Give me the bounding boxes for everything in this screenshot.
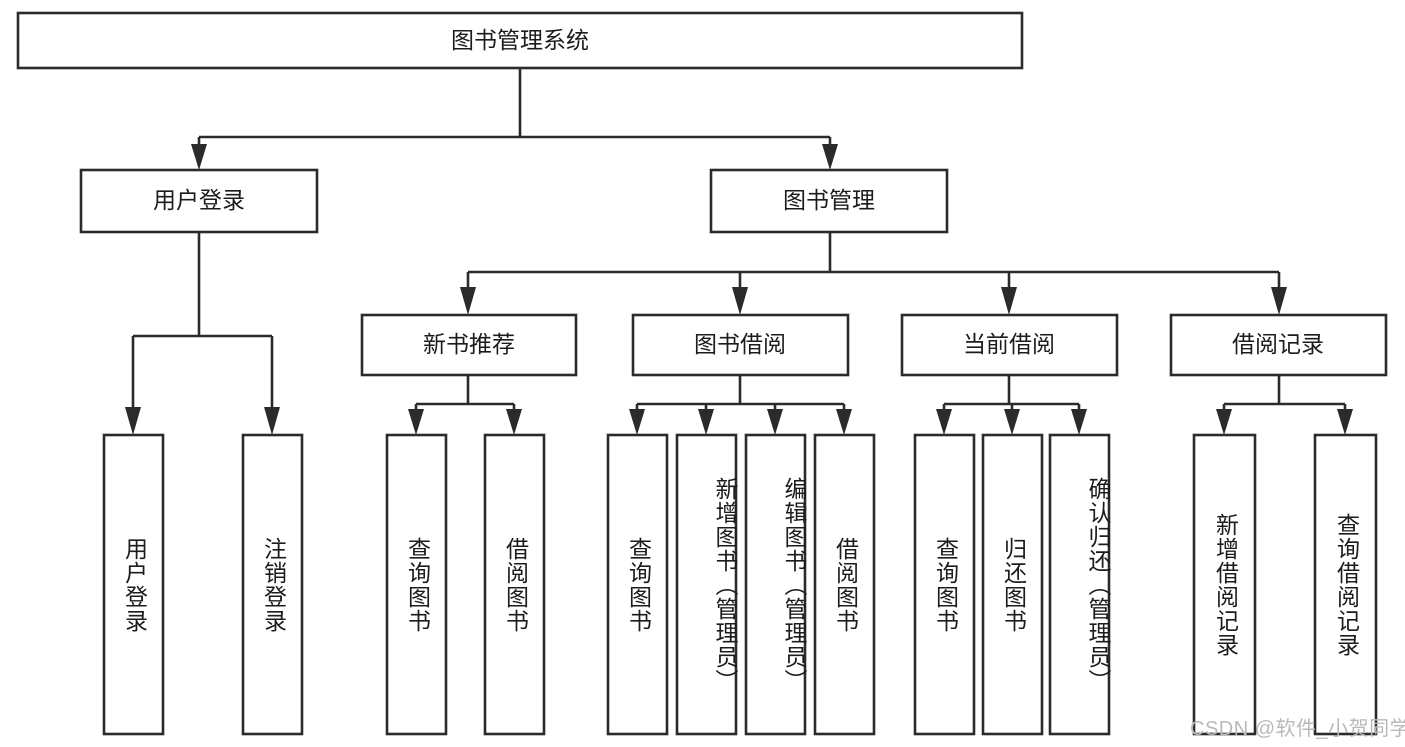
arrow-head-icon <box>1271 287 1287 315</box>
node-user-login-box[interactable] <box>79 168 319 234</box>
node-book-borrow-box[interactable] <box>631 313 850 377</box>
arrow-head-icon <box>1001 287 1017 315</box>
node-root-label: 图书管理系统 <box>451 27 589 53</box>
node-current-borrow-label: 当前借阅 <box>963 331 1055 357</box>
arrow-head-icon <box>698 409 714 435</box>
leaf-box-borrow-book-2[interactable] <box>813 433 876 736</box>
node-user-login-label: 用户登录 <box>153 187 245 213</box>
arrow-head-icon <box>506 409 522 435</box>
node-book-management-label: 图书管理 <box>783 187 875 213</box>
arrow-head-icon <box>125 407 141 435</box>
node-new-book-recommend-label: 新书推荐 <box>423 331 515 357</box>
leaf-box-query-book-1[interactable] <box>385 433 448 736</box>
node-user-login[interactable]: 用户登录 <box>79 168 319 234</box>
node-root[interactable]: 图书管理系统 <box>16 11 1024 70</box>
connector-group-current-borrow <box>936 375 1087 435</box>
node-book-borrow-label: 图书借阅 <box>694 331 786 357</box>
leaf-box-add-book[interactable] <box>675 433 738 736</box>
node-new-book-recommend[interactable]: 新书推荐 <box>360 313 578 377</box>
node-borrow-record[interactable]: 借阅记录 <box>1169 313 1388 377</box>
arrow-head-icon <box>822 144 838 170</box>
connector-group-borrow <box>629 375 852 435</box>
arrow-head-icon <box>191 144 207 170</box>
leaf-box-borrow-book-1[interactable] <box>483 433 546 736</box>
arrow-head-icon <box>460 287 476 315</box>
arrow-head-icon <box>629 409 645 435</box>
connector-group-book-mgmt <box>460 232 1287 315</box>
node-borrow-record-box[interactable] <box>1169 313 1388 377</box>
leaf-box-edit-book[interactable] <box>744 433 807 736</box>
connector-group-user-login <box>125 232 280 435</box>
connector-group-new-book <box>408 375 522 435</box>
leaf-box-return-book[interactable] <box>981 433 1044 736</box>
arrow-head-icon <box>1216 409 1232 435</box>
leaf-box-query-book-3[interactable] <box>913 433 976 736</box>
arrow-head-icon <box>1071 409 1087 435</box>
node-book-management-box[interactable] <box>709 168 949 234</box>
arrow-head-icon <box>936 409 952 435</box>
node-current-borrow[interactable]: 当前借阅 <box>900 313 1119 377</box>
arrow-head-icon <box>767 409 783 435</box>
connector-group-root <box>191 68 838 170</box>
arrow-head-icon <box>1004 409 1020 435</box>
arrow-head-icon <box>836 409 852 435</box>
watermark-text: CSDN @软件_小贺同学 <box>1190 718 1405 740</box>
arrow-head-icon <box>408 409 424 435</box>
leaf-box-add-record[interactable] <box>1192 433 1257 736</box>
leaf-box-logout[interactable] <box>241 433 304 736</box>
arrow-head-icon <box>1337 409 1353 435</box>
connector-group-borrow-record <box>1216 375 1353 435</box>
node-borrow-record-label: 借阅记录 <box>1232 331 1324 357</box>
node-current-borrow-box[interactable] <box>900 313 1119 377</box>
node-new-book-recommend-box[interactable] <box>360 313 578 377</box>
leaf-boxes <box>102 433 1378 736</box>
arrow-head-icon <box>264 407 280 435</box>
leaf-box-user-login[interactable] <box>102 433 165 736</box>
leaf-box-query-record[interactable] <box>1313 433 1378 736</box>
leaf-box-confirm-return[interactable] <box>1048 433 1111 736</box>
node-root-box[interactable] <box>16 11 1024 70</box>
leaf-box-query-book-2[interactable] <box>606 433 669 736</box>
node-book-management[interactable]: 图书管理 <box>709 168 949 234</box>
arrow-head-icon <box>732 287 748 315</box>
node-book-borrow[interactable]: 图书借阅 <box>631 313 850 377</box>
